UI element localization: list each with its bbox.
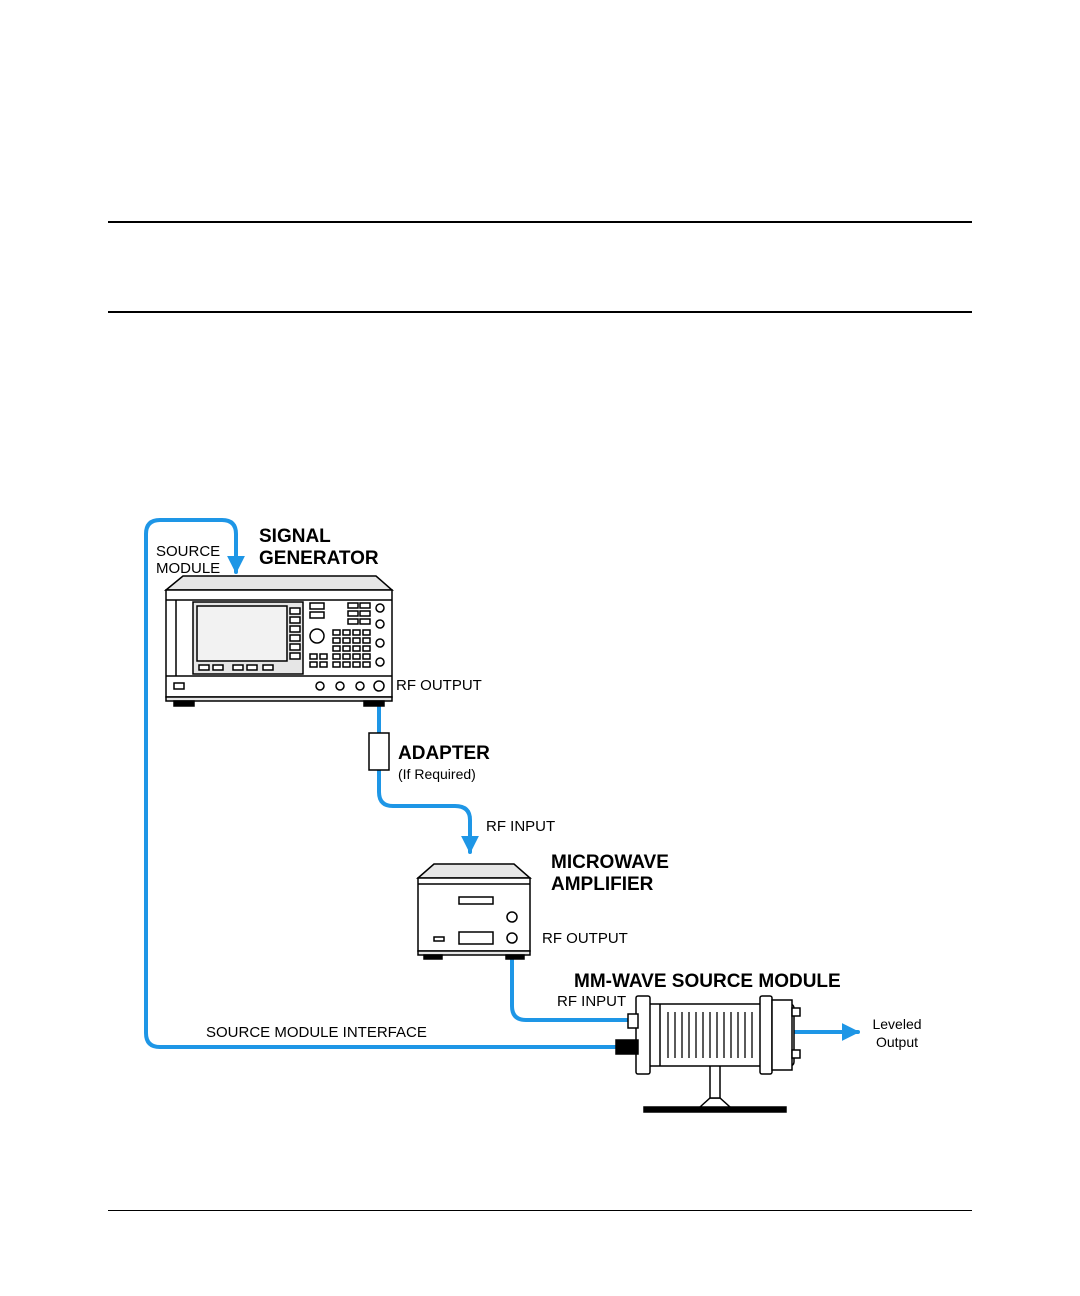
mm-wave-source-module-title: MM-WAVE SOURCE MODULE — [574, 971, 841, 992]
adapter-note: (If Required) — [398, 766, 476, 782]
amp-rf-output-label: RF OUTPUT — [542, 930, 628, 947]
sg-rf-output-label: RF OUTPUT — [396, 677, 482, 694]
source-module-port-label-2: MODULE — [156, 560, 220, 577]
amp-rf-input-label: RF INPUT — [486, 818, 555, 835]
microwave-amplifier-title-2: AMPLIFIER — [551, 874, 654, 895]
mm-rf-input-label: RF INPUT — [557, 993, 626, 1010]
signal-generator-title-1: SIGNAL — [259, 526, 331, 547]
leveled-output-label-2: Output — [876, 1034, 918, 1050]
signal-generator-title-2: GENERATOR — [259, 548, 379, 569]
source-module-port-label-1: SOURCE — [156, 543, 220, 560]
mm-wave-source-module — [616, 996, 800, 1112]
adapter-to-amp-cable — [379, 770, 470, 852]
adapter-title: ADAPTER — [398, 743, 490, 764]
microwave-amplifier-title-1: MICROWAVE — [551, 852, 669, 873]
sg-rf-output-connector — [374, 681, 384, 691]
source-module-interface-label: SOURCE MODULE INTERFACE — [206, 1024, 427, 1041]
adapter — [369, 733, 389, 770]
signal-generator — [166, 576, 392, 706]
amp-rf-output-connector — [507, 933, 517, 943]
microwave-amplifier — [418, 864, 530, 959]
leveled-output-label-1: Leveled — [872, 1016, 921, 1032]
